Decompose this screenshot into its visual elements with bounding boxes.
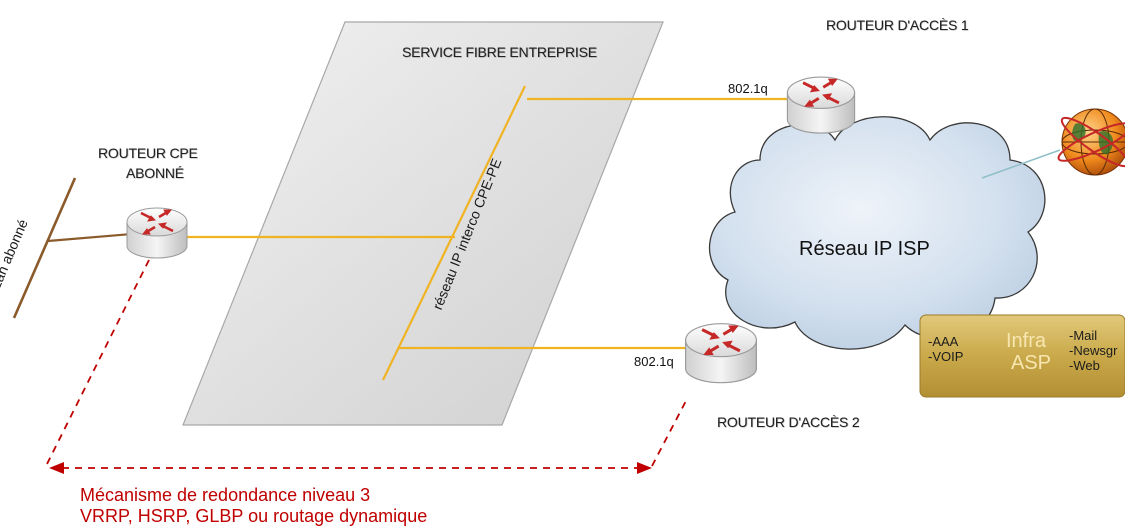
infra-title-2: ASP	[1011, 352, 1052, 374]
service-title: SERVICE FIBRE ENTREPRISE	[402, 44, 597, 60]
infra-item: -Mail	[1069, 328, 1098, 343]
router-icon	[785, 75, 857, 135]
infra-item: -Newsgr	[1069, 343, 1118, 358]
redundancy-left	[45, 259, 150, 467]
redundancy-right	[651, 396, 689, 467]
isp-network-label: Réseau IP ISP	[799, 238, 930, 260]
infra-asp-box	[919, 314, 1125, 398]
infra-item: -AAA	[928, 334, 959, 349]
infra-item: -Web	[1069, 358, 1100, 373]
lan-link	[47, 232, 133, 243]
router-cpe-label-2: ABONNÉ	[126, 165, 184, 181]
router-icon	[125, 206, 189, 260]
router-icon	[684, 322, 758, 385]
vlan-label-2: 802.1q	[634, 354, 674, 369]
service-plane	[182, 21, 664, 426]
redundancy-label-1: Mécanisme de redondance niveau 3	[80, 485, 371, 505]
globe-icon	[1057, 108, 1125, 176]
redundancy-label-2: VRRP, HSRP, GLBP ou routage dynamique	[80, 506, 428, 526]
infra-left-list: -AAA -VOIP	[928, 334, 963, 364]
isp-cloud	[708, 116, 1046, 350]
infra-title-1: Infra	[1006, 330, 1047, 352]
redundancy-arrow-right	[637, 462, 652, 474]
router-access-2-label: ROUTEUR D'ACCÈS 2	[717, 414, 860, 430]
redundancy-arrow-left	[49, 462, 64, 474]
router-access-1-label: ROUTEUR D'ACCÈS 1	[826, 17, 969, 33]
infra-item: -VOIP	[928, 349, 964, 364]
router-cpe-label-1: ROUTEUR CPE	[98, 145, 198, 161]
internet-link	[981, 149, 1061, 179]
lan-segment	[12, 177, 77, 319]
link-interco-vertical	[382, 85, 526, 381]
vlan-label-1: 802.1q	[728, 81, 768, 96]
infra-right-list: -Mail -Newsgr -Web	[1069, 328, 1117, 373]
